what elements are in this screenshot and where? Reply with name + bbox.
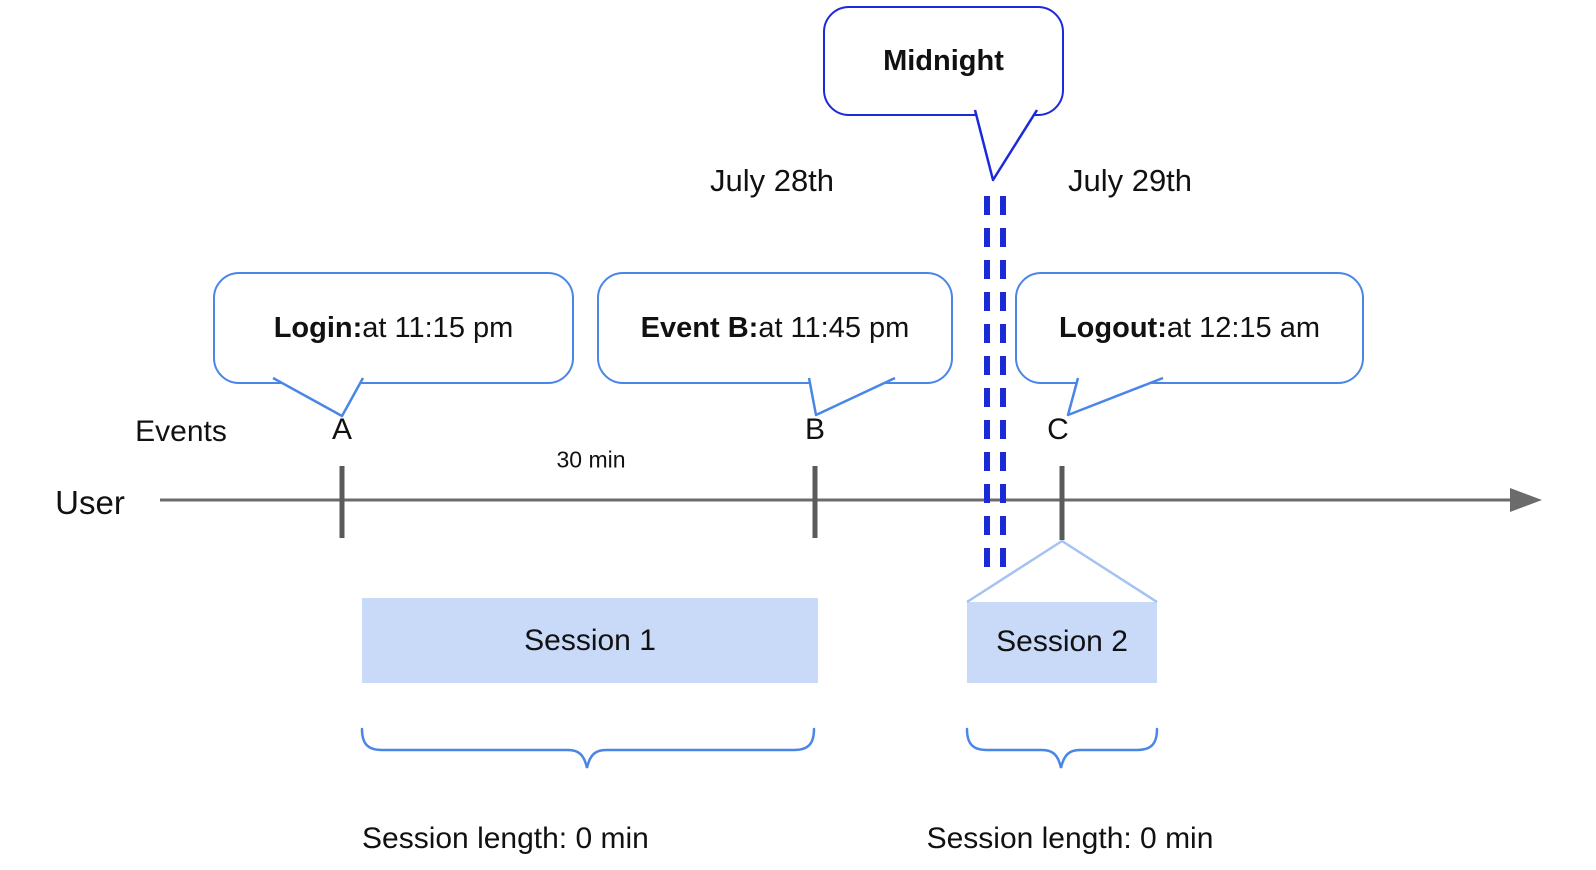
- user-row-label: User: [55, 484, 125, 521]
- event-mark-b: B: [804, 413, 826, 446]
- timeline-arrowhead: [1510, 488, 1542, 512]
- event-mark-a: A: [331, 413, 353, 446]
- session-2-brace: [965, 727, 1159, 769]
- event-mark-c: C: [1047, 413, 1069, 446]
- logout-callout-text: at 12:15 am: [1166, 311, 1321, 344]
- midnight-callout-bubble: Midnight: [823, 6, 1064, 116]
- session-2-box: Session 2: [967, 601, 1157, 683]
- event-b-callout-label: Event B:: [640, 311, 759, 344]
- midnight-label: Midnight: [883, 44, 1004, 77]
- logout-callout-label: Logout:: [1058, 311, 1167, 344]
- date-label-july-29: July 29th: [1067, 163, 1193, 198]
- session-2-label: Session 2: [996, 625, 1128, 658]
- session-2-roof-shape: [966, 539, 1158, 604]
- session-1-length-label: Session length: 0 min: [362, 822, 649, 855]
- login-callout-text: at 11:15 pm: [362, 311, 514, 344]
- event-b-callout-text: at 11:45 pm: [758, 311, 910, 344]
- session-1-label: Session 1: [524, 623, 656, 657]
- logout-callout-bubble: Logout: at 12:15 am: [1015, 272, 1364, 384]
- session-2-length-label: Session length: 0 min: [926, 822, 1214, 855]
- session-1-brace: [360, 727, 816, 769]
- login-callout-bubble: Login: at 11:15 pm: [213, 272, 574, 384]
- event-b-callout-bubble: Event B: at 11:45 pm: [597, 272, 953, 384]
- midnight-callout-tail: [973, 109, 1039, 182]
- session-1-box: Session 1: [362, 598, 818, 683]
- events-row-label: Events: [135, 415, 227, 448]
- interval-label-30-min: 30 min: [556, 446, 626, 473]
- login-callout-label: Login:: [273, 311, 363, 344]
- date-label-july-28: July 28th: [709, 163, 835, 198]
